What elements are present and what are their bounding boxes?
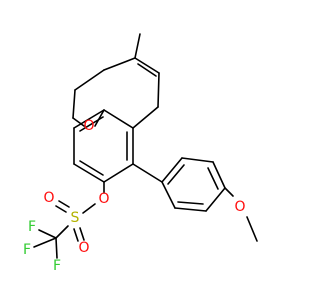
bond-anisyl-5 bbox=[174, 207, 207, 212]
bond-s-o-right-2 bbox=[73, 228, 79, 242]
bond-arene-4b bbox=[79, 160, 104, 176]
bond-s-o-right-1 bbox=[79, 227, 85, 241]
bond-ring-2 bbox=[74, 69, 105, 91]
bond-ring-1 bbox=[103, 57, 136, 71]
bond-ring-3 bbox=[72, 89, 76, 119]
bond-anisyl-3 bbox=[212, 161, 226, 189]
bond-s-o-left-1 bbox=[55, 205, 67, 213]
bond-s-cf3 bbox=[55, 225, 69, 239]
bond-methyl bbox=[134, 33, 141, 59]
bond-arene-1 bbox=[103, 109, 134, 129]
bond-c-f-left bbox=[33, 237, 57, 248]
bond-anisyl-1 bbox=[161, 157, 183, 183]
bond-arene-6 bbox=[73, 109, 105, 129]
bond-ring-8 bbox=[132, 106, 159, 129]
bond-anisyl-2 bbox=[181, 157, 214, 163]
bond-arene-4 bbox=[73, 163, 105, 183]
bond-anisyl-5b bbox=[177, 201, 204, 205]
bond-c-f-top bbox=[38, 229, 57, 239]
bond-anisyl-3b bbox=[207, 167, 219, 190]
bond-anisyl-4 bbox=[205, 187, 226, 212]
sulfur-label: S bbox=[71, 210, 80, 226]
bond-ring-5 bbox=[94, 109, 105, 127]
bond-anisyl-1b bbox=[167, 164, 185, 185]
bond-ring-6b bbox=[137, 63, 157, 77]
bond-aryl-ome bbox=[224, 187, 234, 197]
bonds bbox=[33, 33, 258, 259]
bond-ring-4 bbox=[72, 117, 85, 127]
fluorine-top-label: F bbox=[28, 219, 36, 235]
bond-arene-6b bbox=[79, 116, 104, 132]
methoxy-oxygen-label: O bbox=[234, 199, 245, 215]
bond-arene-3 bbox=[103, 163, 134, 183]
bond-o-s bbox=[82, 203, 96, 214]
molecule-structure: O O S O O F F F O bbox=[23, 33, 258, 274]
bond-aryl-aryl bbox=[132, 163, 163, 183]
bond-ring-7 bbox=[157, 72, 160, 108]
atom-labels: O O S O O F F F O bbox=[23, 118, 246, 274]
ester-oxygen-label: O bbox=[98, 191, 109, 207]
fluorine-bottom-label: F bbox=[53, 258, 61, 274]
fluorine-left-label: F bbox=[23, 242, 31, 258]
bond-anisyl-6 bbox=[161, 181, 176, 209]
sulfonyl-oxygen-right-label: O bbox=[78, 240, 89, 256]
sulfonyl-oxygen-left-label: O bbox=[43, 190, 54, 206]
bond-s-o-left-2 bbox=[58, 200, 70, 208]
bond-ring-6 bbox=[134, 57, 160, 74]
bond-c-f-bottom bbox=[55, 237, 58, 259]
ring-oxygen-label: O bbox=[83, 118, 94, 134]
bond-o-me bbox=[246, 216, 258, 242]
